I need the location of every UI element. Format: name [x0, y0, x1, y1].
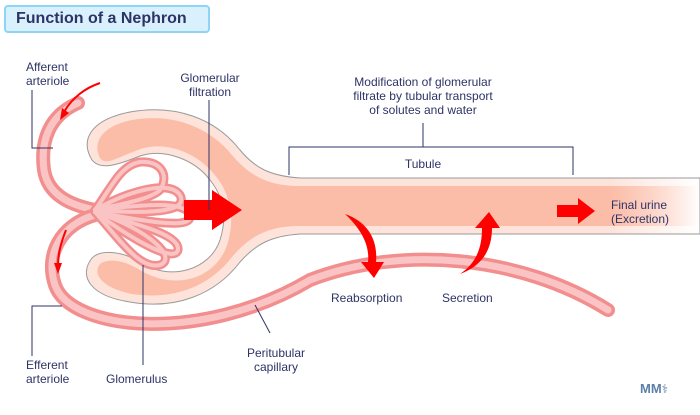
label-final-urine: Final urine (Excretion) — [611, 198, 670, 226]
afferent-flow-arrow — [63, 82, 101, 113]
mm-logo: MM⚕ — [640, 381, 669, 396]
label-reabsorption: Reabsorption — [331, 291, 403, 305]
label-efferent-arteriole: Efferent arteriole — [26, 358, 70, 386]
leader-lines — [31, 90, 271, 365]
label-afferent-arteriole: Afferent arteriole — [26, 60, 70, 88]
label-glomerulus: Glomerulus — [106, 372, 168, 386]
tubule-lumen — [97, 118, 700, 296]
excretion-arrow — [557, 198, 595, 224]
label-secretion: Secretion — [442, 291, 493, 305]
reabsorption-arrow — [345, 214, 384, 278]
tubule-bracket — [288, 123, 574, 175]
label-modification: Modification of glomerular filtrate by t… — [353, 75, 493, 117]
secretion-arrow — [460, 212, 500, 274]
label-peritubular-capillary: Peritubular capillary — [246, 346, 306, 374]
afferent-arteriole — [36, 96, 102, 217]
bowmans-capsule-and-tubule — [85, 109, 700, 305]
label-tubule: Tubule — [404, 157, 442, 171]
caduceus-icon: ⚕ — [661, 382, 669, 396]
filtration-arrow — [184, 190, 242, 230]
diagram-title: Function of a Nephron — [4, 5, 210, 33]
label-glomerular-filtration: Glomerular filtration — [180, 71, 240, 99]
